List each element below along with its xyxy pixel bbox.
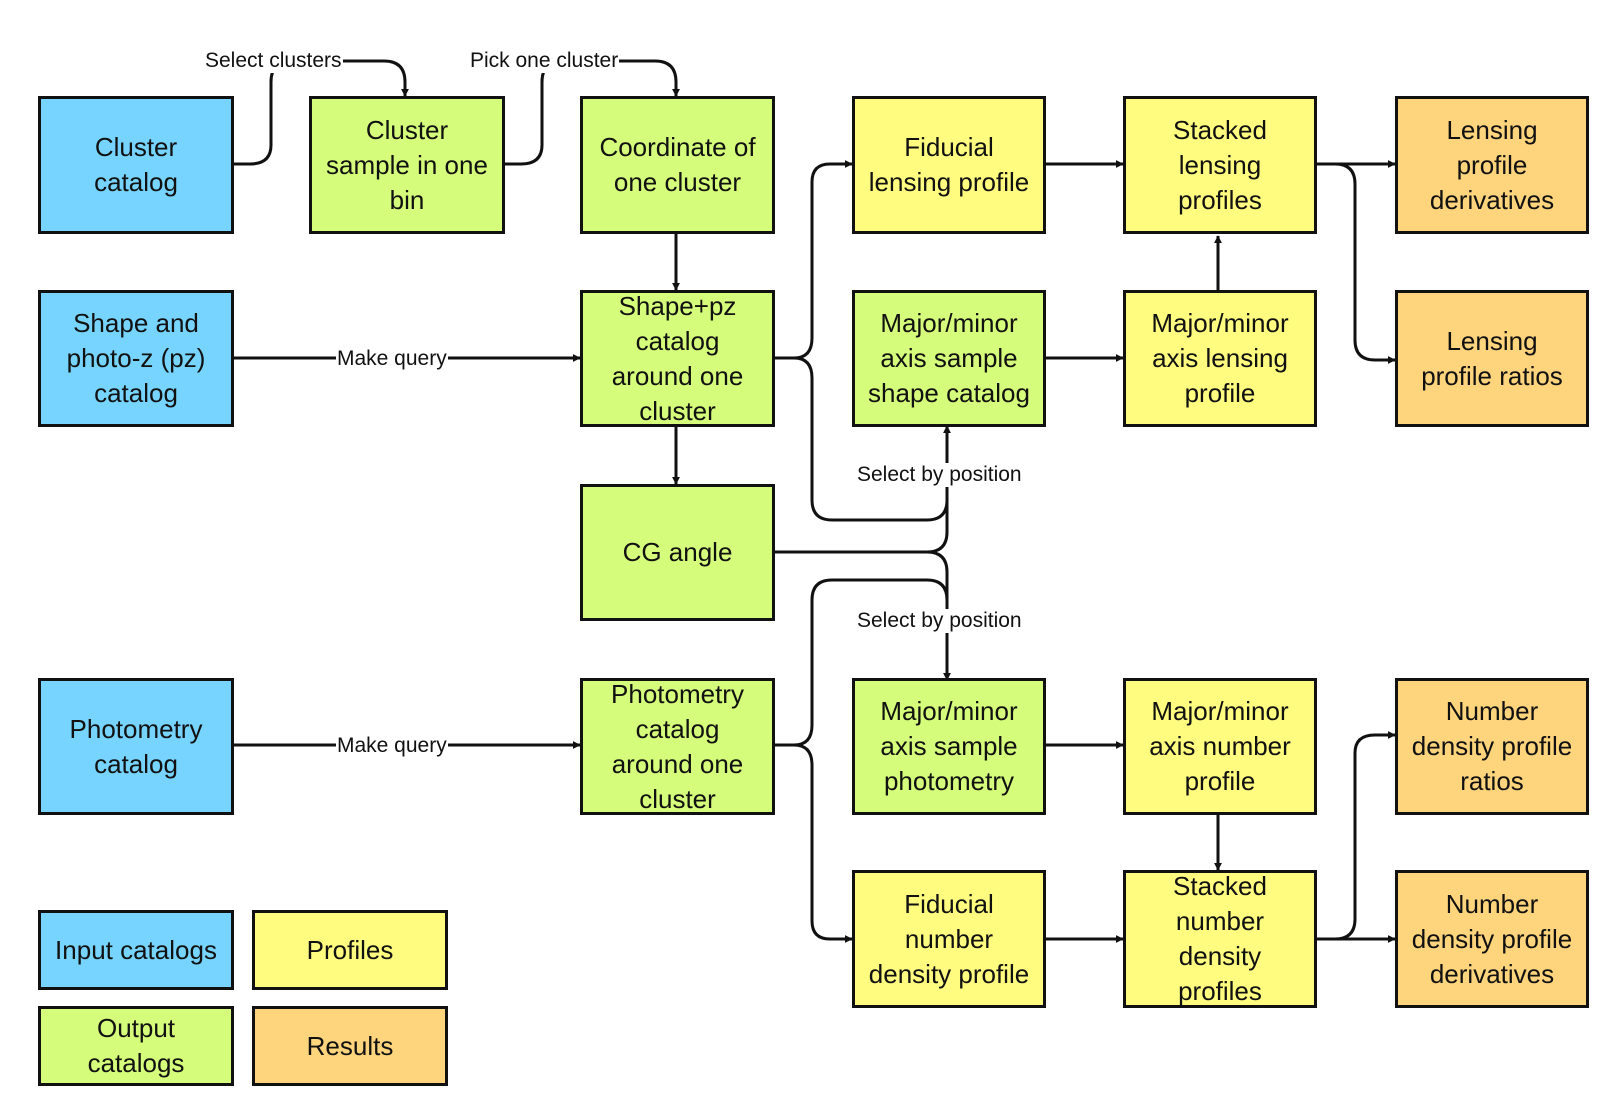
legend-results: Results [252,1006,448,1086]
edge-photometry-select-by-position [775,578,951,747]
edge-label-make-query-shape: Make query [336,347,448,371]
edge-cg-to-lower [926,550,949,600]
photometry-catalog-node: Photometry catalog [38,678,234,815]
major-lensing-node: Major/minor axis lensing profile [1123,290,1317,427]
lensing-ratios-node: Lensing profile ratios [1395,290,1589,427]
edge-label-select-by-position-lower: Select by position [856,609,1023,633]
edge-shape-select-by-position [793,356,951,522]
edge-label-pick-one-cluster: Pick one cluster [469,49,620,73]
stacked-number-node: Stacked number density profiles [1123,870,1317,1008]
edge-cg-to-upper [775,500,949,554]
edge-stacked-to-lensing-ratios [1317,162,1396,364]
edge-label-select-by-position-upper: Select by position [856,463,1023,487]
coordinate-node: Coordinate of one cluster [580,96,775,234]
cluster-sample-node: Cluster sample in one bin [309,96,505,234]
major-shape-node: Major/minor axis sample shape catalog [852,290,1046,427]
number-ratios-node: Number density profile ratios [1395,678,1589,815]
shape-pz-catalog-node: Shape and photo-z (pz) catalog [38,290,234,427]
edge-stacked-to-number-ratios [1317,731,1396,941]
number-derivatives-node: Number density profile derivatives [1395,870,1589,1008]
photometry-around-node: Photometry catalog around one cluster [580,678,775,815]
edge-photometry-to-fiducial-number [793,743,853,943]
fiducial-number-node: Fiducial number density profile [852,870,1046,1008]
fiducial-lensing-node: Fiducial lensing profile [852,96,1046,234]
major-photometry-node: Major/minor axis sample photometry [852,678,1046,815]
edge-label-select-clusters: Select clusters [204,49,343,73]
cluster-catalog-node: Cluster catalog [38,96,234,234]
cg-angle-node: CG angle [580,484,775,621]
legend-profiles: Profiles [252,910,448,990]
major-number-node: Major/minor axis number profile [1123,678,1317,815]
legend-input-catalogs: Input catalogs [38,910,234,990]
edge-shape-to-fiducial-lensing [775,160,853,360]
shape-pz-around-node: Shape+pz catalog around one cluster [580,290,775,427]
legend-output-catalogs: Output catalogs [38,1006,234,1086]
edge-label-make-query-photometry: Make query [336,734,448,758]
stacked-lensing-node: Stacked lensing profiles [1123,96,1317,234]
lensing-derivatives-node: Lensing profile derivatives [1395,96,1589,234]
